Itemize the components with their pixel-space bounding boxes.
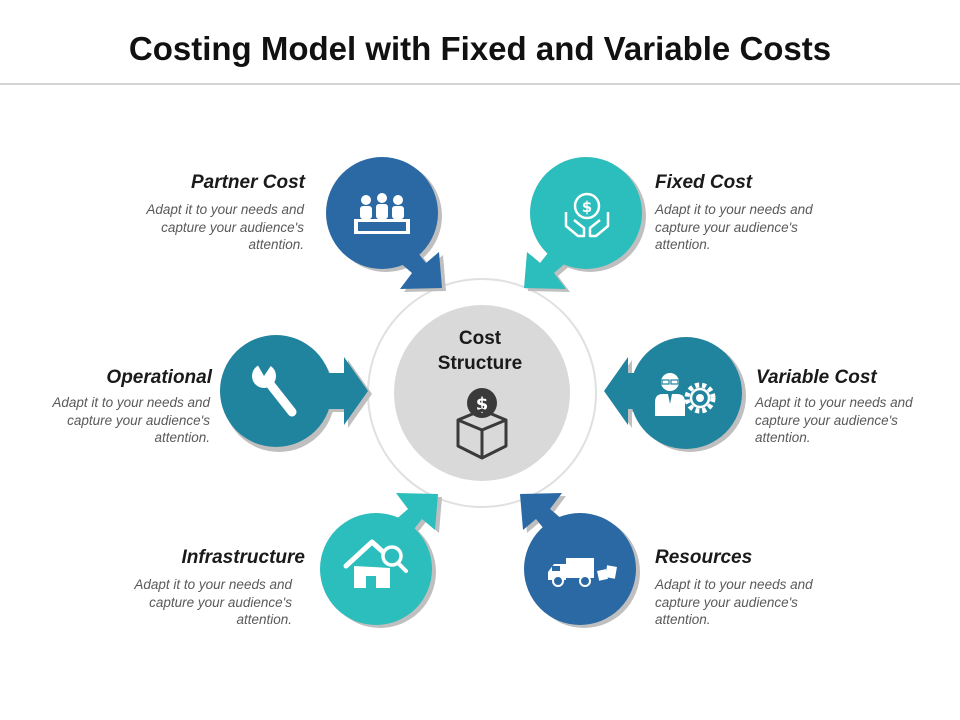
- resources-label: Resources: [655, 547, 753, 568]
- partner-cost-node: [326, 157, 446, 292]
- hands-dollar-icon: $: [564, 192, 610, 238]
- operational-desc: Adapt it to your needs and capture your …: [52, 395, 210, 445]
- center-label-line2: Structure: [437, 353, 523, 374]
- resources-node: [520, 493, 640, 628]
- fixed-cost-label: Fixed Cost: [655, 172, 753, 193]
- center-label-line1: Cost: [458, 328, 502, 349]
- team-meeting-icon: [354, 193, 410, 234]
- title-divider: [0, 83, 960, 85]
- variable-cost-label: Variable Cost: [756, 367, 877, 388]
- infrastructure-node: [320, 493, 442, 628]
- svg-text:$: $: [582, 198, 592, 216]
- fixed-cost-desc: Adapt it to your needs and capture your …: [655, 202, 813, 252]
- delivery-truck-icon: [548, 558, 617, 587]
- fixed-cost-node: $: [524, 157, 646, 292]
- operational-node: [220, 335, 372, 452]
- operational-label: Operational: [106, 367, 212, 388]
- partner-cost-desc: Adapt it to your needs and capture your …: [146, 202, 304, 252]
- resources-desc: Adapt it to your needs and capture your …: [655, 577, 813, 627]
- page-title: Costing Model with Fixed and Variable Co…: [128, 30, 832, 67]
- wrench-icon: [252, 362, 297, 417]
- variable-cost-desc: Adapt it to your needs and capture your …: [755, 395, 913, 445]
- center-label: Cost Structure: [400, 326, 560, 376]
- house-search-icon: [343, 539, 408, 588]
- person-gear-icon: [655, 373, 716, 416]
- infrastructure-label: Infrastructure: [181, 547, 305, 568]
- partner-cost-label: Partner Cost: [190, 172, 305, 193]
- dollar-box-icon: $: [456, 388, 508, 460]
- variable-cost-node: [604, 337, 746, 452]
- infrastructure-desc: Adapt it to your needs and capture your …: [134, 577, 292, 627]
